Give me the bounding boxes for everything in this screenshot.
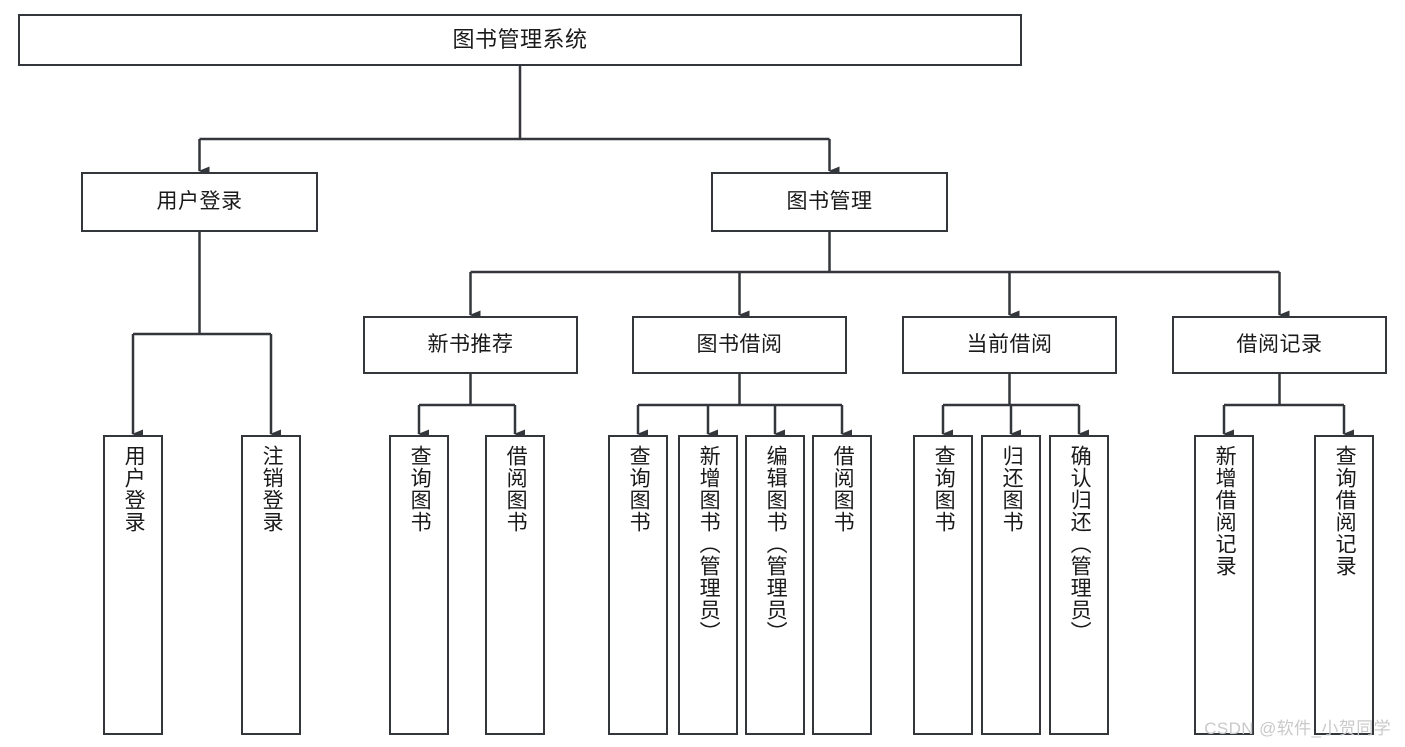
node-label: 图书管理系统	[452, 26, 588, 52]
node-label: 确认归还（管理员）	[1068, 445, 1092, 643]
node-leaf-login[interactable]: 用户登录	[103, 435, 163, 735]
node-label: 编辑图书（管理员）	[764, 445, 788, 643]
node-label: 注销登录	[260, 445, 284, 533]
node-label: 用户登录	[122, 445, 146, 533]
node-label: 归还图书	[1000, 445, 1024, 533]
node-label: 新增图书（管理员）	[697, 445, 721, 643]
node-label: 新增借阅记录	[1213, 445, 1237, 577]
node-current[interactable]: 当前借阅	[902, 316, 1117, 374]
node-label: 借阅记录	[1236, 333, 1323, 357]
node-leaf-qb1[interactable]: 查询图书	[389, 435, 449, 735]
node-label: 图书管理	[786, 190, 873, 214]
node-label: 新书推荐	[427, 333, 514, 357]
node-label: 查询图书	[932, 445, 956, 533]
node-label: 当前借阅	[966, 333, 1053, 357]
node-leaf-bb1[interactable]: 借阅图书	[485, 435, 545, 735]
node-root[interactable]: 图书管理系统	[18, 14, 1022, 66]
node-label: 查询借阅记录	[1333, 445, 1357, 577]
node-newbooks[interactable]: 新书推荐	[363, 316, 578, 374]
node-label: 借阅图书	[504, 445, 528, 533]
node-records[interactable]: 借阅记录	[1172, 316, 1387, 374]
node-label: 借阅图书	[831, 445, 855, 533]
node-leaf-editbook[interactable]: 编辑图书（管理员）	[745, 435, 805, 735]
node-bookmgmt[interactable]: 图书管理	[711, 172, 948, 232]
edge-paths-group	[131, 66, 1354, 439]
node-leaf-logout[interactable]: 注销登录	[241, 435, 301, 735]
node-leaf-qb3[interactable]: 查询图书	[913, 435, 973, 735]
node-leaf-qrec[interactable]: 查询借阅记录	[1314, 435, 1374, 735]
node-borrow[interactable]: 图书借阅	[632, 316, 847, 374]
node-label: 查询图书	[627, 445, 651, 533]
node-label: 用户登录	[156, 190, 243, 214]
node-leaf-addrec[interactable]: 新增借阅记录	[1194, 435, 1254, 735]
node-label: 查询图书	[408, 445, 432, 533]
node-login[interactable]: 用户登录	[81, 172, 318, 232]
node-leaf-return[interactable]: 归还图书	[981, 435, 1041, 735]
node-leaf-addbook[interactable]: 新增图书（管理员）	[678, 435, 738, 735]
watermark-label: CSDN @软件_小贺同学	[1204, 719, 1391, 738]
node-label: 图书借阅	[696, 333, 783, 357]
node-leaf-bb2[interactable]: 借阅图书	[812, 435, 872, 735]
node-leaf-qb2[interactable]: 查询图书	[608, 435, 668, 735]
node-leaf-confirm[interactable]: 确认归还（管理员）	[1049, 435, 1109, 735]
